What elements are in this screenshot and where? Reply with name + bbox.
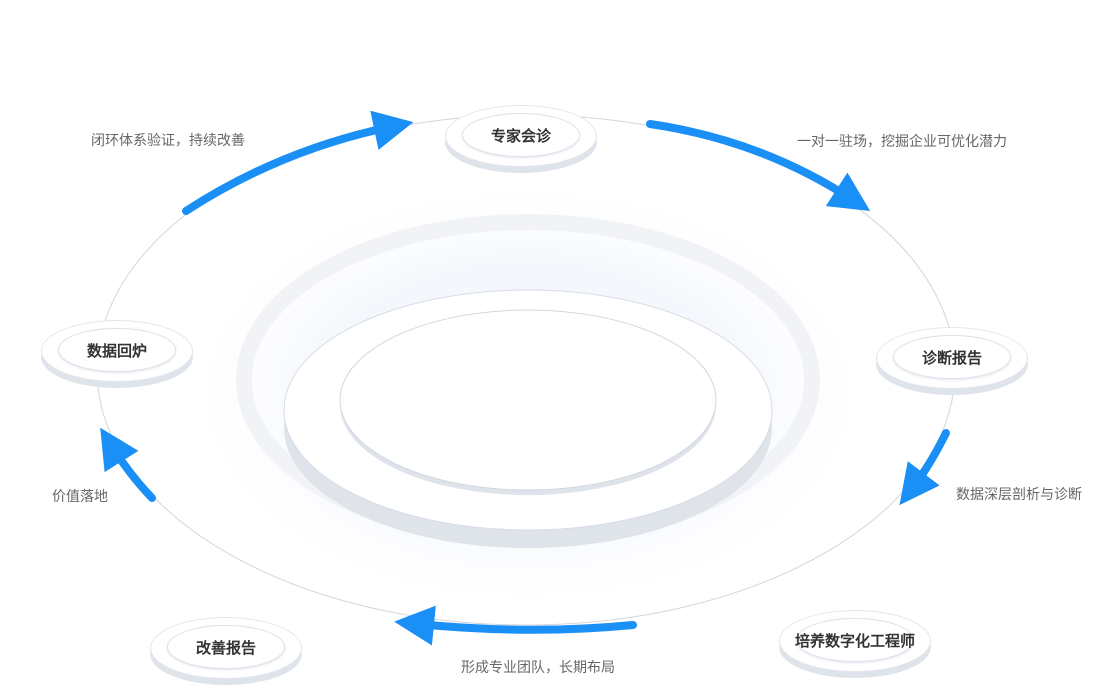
inner-disc-top [339,309,717,491]
node-expert-consultation: 专家会诊 [445,105,597,175]
node-label: 数据回炉 [86,341,147,360]
caption-onsite: 一对一驻场，挖掘企业可优化潜力 [797,134,1007,150]
node-label: 诊断报告 [921,348,982,367]
node-diagnosis-report: 诊断报告 [876,327,1028,397]
node-improvement-report: 改善报告 [150,617,302,687]
node-label: 改善报告 [195,638,256,657]
caption-analysis: 数据深层剖析与诊断 [956,487,1082,503]
node-label: 培养数字化工程师 [795,631,916,650]
caption-closed-loop: 闭环体系验证，持续改善 [91,133,245,149]
caption-team: 形成专业团队，长期布局 [461,660,615,676]
arrow-analysis [899,429,950,506]
node-data-reflow: 数据回炉 [41,320,193,390]
node-train-engineers: 培养数字化工程师 [779,610,931,680]
arrow-team [394,605,637,646]
arrow-value [100,427,156,502]
node-label: 专家会诊 [490,126,551,145]
arrow-closed-loop [182,110,414,215]
caption-value: 价值落地 [52,489,108,505]
arrow-onsite [646,120,871,211]
